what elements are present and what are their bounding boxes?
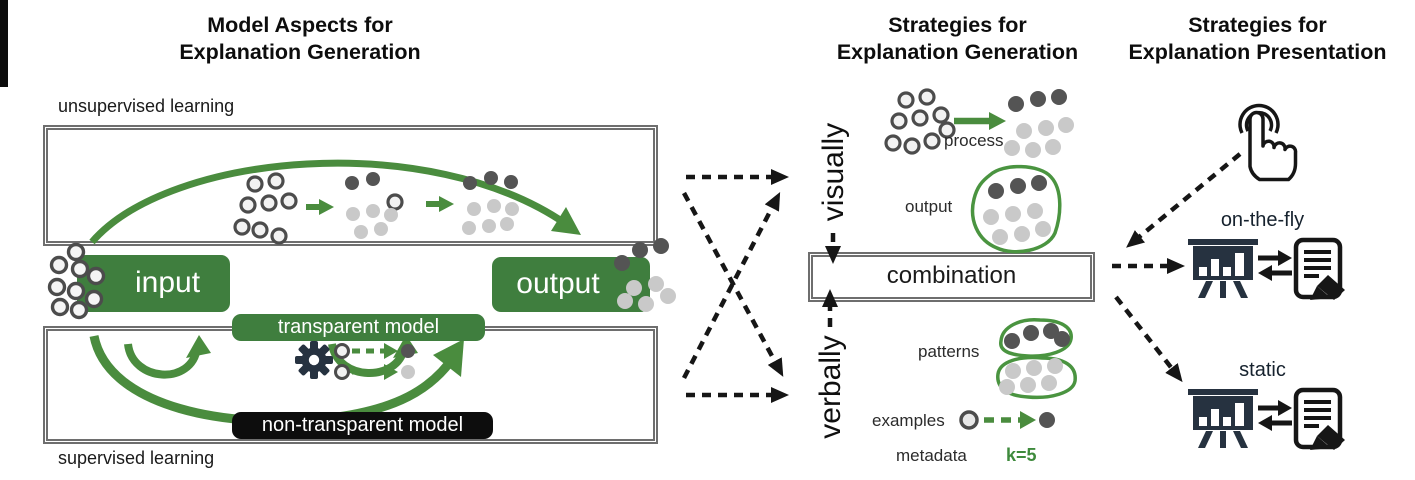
patterns-blobs <box>996 318 1077 400</box>
final-clusters <box>462 171 519 235</box>
on-the-fly-label: on-the-fly <box>1220 209 1305 231</box>
output-label: output <box>516 267 600 300</box>
right-title-line2: Explanation Presentation <box>1128 40 1387 64</box>
transparent-model-label: transparent model <box>277 316 440 338</box>
unlabeled-data-cluster <box>233 172 298 245</box>
mapping-arrows-left-to-middle <box>682 169 789 403</box>
clustering-step-arrow-2 <box>426 196 454 212</box>
right-section-title: Strategies for Explanation Presentation <box>1100 12 1415 66</box>
combination-box <box>808 252 1095 302</box>
input-to-transparent-arrow <box>124 335 211 379</box>
document-edit-icon-static <box>1293 387 1345 450</box>
gear-icon <box>295 341 333 379</box>
exchange-arrows <box>1258 250 1292 281</box>
process-input-cluster <box>884 88 956 155</box>
presentation-chart-board-icon-static <box>1188 389 1258 448</box>
examples-label: examples <box>872 411 945 430</box>
supervised-learning-label: supervised learning <box>58 448 215 468</box>
patterns-label: patterns <box>918 342 980 361</box>
unsupervised-flow-arrow <box>89 159 581 245</box>
model-mapping-row <box>334 343 415 380</box>
document-edit-icon <box>1293 237 1345 300</box>
non-transparent-model-box: non-transparent model <box>232 412 493 439</box>
process-label: process <box>944 131 1004 150</box>
static-label: static <box>1239 359 1286 381</box>
combination-label: combination <box>886 262 1017 289</box>
process-arrow <box>954 112 1006 130</box>
presentation-arrows <box>1112 152 1242 383</box>
output-data-cluster <box>614 238 676 312</box>
cropped-edge-artifact <box>0 0 8 87</box>
output-blob <box>970 164 1062 254</box>
middle-title-line1: Strategies for <box>888 13 1027 37</box>
left-title-line2: Explanation Generation <box>179 40 421 64</box>
left-title-line1: Model Aspects for <box>207 13 393 37</box>
middle-title-line2: Explanation Generation <box>836 40 1079 64</box>
process-result-cluster <box>1004 89 1074 158</box>
clustering-step-arrow <box>306 199 334 215</box>
input-data-cluster <box>47 242 106 320</box>
non-transparent-model-label: non-transparent model <box>261 414 464 436</box>
middle-section-title: Strategies for Explanation Generation <box>795 12 1120 66</box>
unsupervised-learning-label: unsupervised learning <box>58 96 235 116</box>
tap-gesture-icon <box>1238 103 1298 182</box>
metadata-label: metadata <box>896 446 967 465</box>
presentation-chart-board-icon <box>1188 239 1258 298</box>
input-label: input <box>134 266 201 299</box>
examples-row <box>959 410 1055 430</box>
metadata-value: k=5 <box>1006 445 1037 465</box>
transparent-model-box: transparent model <box>232 314 485 341</box>
right-title-line1: Strategies for <box>1188 13 1327 37</box>
exchange-arrows-static <box>1258 400 1292 431</box>
left-section-title: Model Aspects for Explanation Generation <box>95 12 505 66</box>
partial-clusters <box>345 172 404 239</box>
generation-output-label: output <box>905 197 953 216</box>
